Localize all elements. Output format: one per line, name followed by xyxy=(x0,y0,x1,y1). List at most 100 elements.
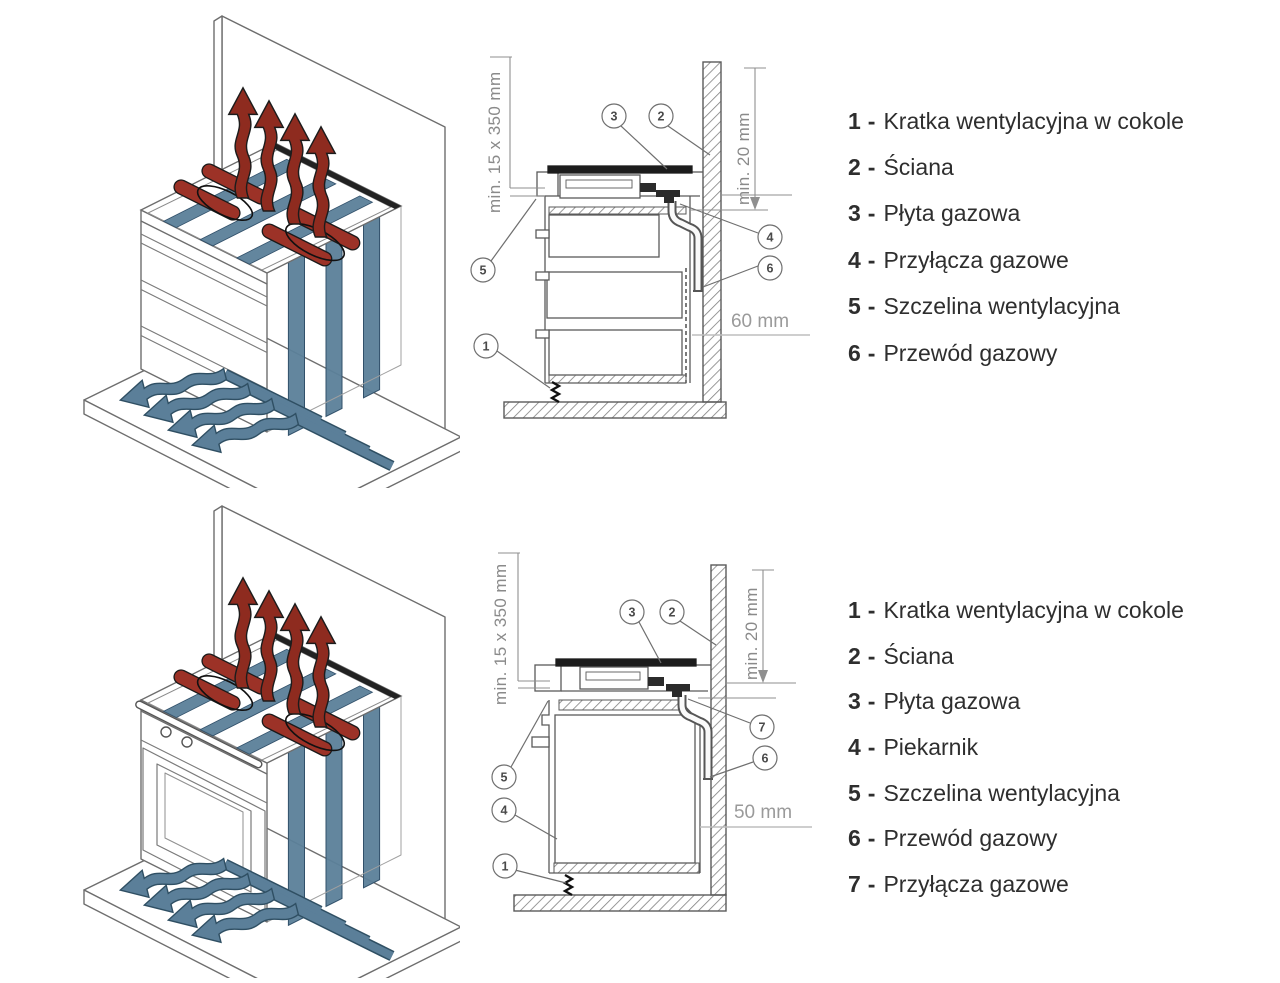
svg-text:6: 6 xyxy=(762,752,769,766)
hob-back-edge xyxy=(269,633,401,699)
legend-label: Szczelina wentylacyjna xyxy=(883,293,1120,320)
svg-text:4: 4 xyxy=(767,231,774,245)
callout-vent-gap: 5 xyxy=(470,257,496,283)
dimension-wall-gap: min. 20 mm xyxy=(742,587,761,680)
isometric-airflow-illustration-oven xyxy=(83,505,460,978)
legend-separator: - xyxy=(867,870,876,897)
svg-text:6: 6 xyxy=(767,262,774,276)
legend-number: 2 xyxy=(848,154,861,181)
plinth-grille xyxy=(549,380,562,404)
callouts: 3 2 7 5 4 1 6 xyxy=(491,599,778,884)
legend-item: 6-Przewód gazowy xyxy=(848,816,1184,862)
legend-label: Przyłącza gazowe xyxy=(883,246,1069,273)
svg-text:7: 7 xyxy=(759,721,766,735)
legend-number: 1 xyxy=(848,107,861,134)
isometric-airflow-illustration-drawers xyxy=(83,15,460,488)
legend-separator: - xyxy=(867,200,876,227)
legend-item: 7-Przyłącza gazowe xyxy=(848,862,1184,908)
legend-number: 5 xyxy=(848,779,861,806)
oven-knob xyxy=(160,726,172,738)
gas-fittings xyxy=(648,677,690,697)
dimension-vent-slot: min. 15 x 350 mm xyxy=(485,71,504,213)
callout-vent-gap: 5 xyxy=(491,764,517,790)
legend-separator: - xyxy=(867,779,876,806)
air-channel-ribs xyxy=(287,215,381,437)
legend-separator: - xyxy=(867,734,876,761)
svg-text:2: 2 xyxy=(669,606,676,620)
legend-separator: - xyxy=(867,825,876,852)
callout-wall: 2 xyxy=(648,103,674,129)
cabinet-section xyxy=(535,196,691,404)
legend-separator: - xyxy=(867,154,876,181)
callout-gas-pipe: 6 xyxy=(757,255,783,281)
dimensions: min. 15 x 350 mm min. 20 mm 60 mm xyxy=(485,56,810,336)
legend-item: 4-Piekarnik xyxy=(848,725,1184,771)
cross-section-drawing-drawers: min. 15 x 350 mm min. 20 mm 60 mm 3 2 5 … xyxy=(470,56,810,419)
gas-pipe xyxy=(677,695,713,780)
dimension-vent-slot: min. 15 x 350 mm xyxy=(491,563,510,705)
dimensions: min. 15 x 350 mm min. 20 mm 50 mm xyxy=(491,552,812,828)
legend-label: Przyłącza gazowe xyxy=(883,870,1069,897)
legend-number: 6 xyxy=(848,825,861,852)
legend-item: 1-Kratka wentylacyjna w cokole xyxy=(848,588,1184,634)
callouts: 3 2 5 1 4 6 xyxy=(470,103,783,389)
legend-separator: - xyxy=(867,642,876,669)
legend-separator: - xyxy=(867,107,876,134)
legend-item: 6-Przewód gazowy xyxy=(848,330,1184,376)
legend-item: 3-Płyta gazowa xyxy=(848,679,1184,725)
gas-pipe xyxy=(667,201,703,292)
legend-label: Płyta gazowa xyxy=(883,688,1021,715)
callout-gas-connection: 4 xyxy=(757,224,783,250)
legend-separator: - xyxy=(867,597,876,624)
countertop-and-hob xyxy=(534,658,711,692)
legend-item: 4-Przyłącza gazowe xyxy=(848,237,1184,283)
legend-item: 3-Płyta gazowa xyxy=(848,191,1184,237)
floor-section xyxy=(513,894,727,912)
legend-item: 5-Szczelina wentylacyjna xyxy=(848,284,1184,330)
legend-item: 2-Ściana xyxy=(848,144,1184,190)
legend-separator: - xyxy=(867,293,876,320)
oven-section xyxy=(531,699,701,897)
legend-number: 1 xyxy=(848,597,861,624)
legend-label: Płyta gazowa xyxy=(883,200,1021,227)
legend-number: 4 xyxy=(848,246,861,273)
legend-number: 3 xyxy=(848,688,861,715)
gas-fittings xyxy=(640,183,680,203)
legend-number: 3 xyxy=(848,200,861,227)
cross-section-drawing-oven: min. 15 x 350 mm min. 20 mm 50 mm 3 2 7 … xyxy=(491,552,812,912)
legend-label: Kratka wentylacyjna w cokole xyxy=(883,107,1184,134)
countertop-and-hob xyxy=(536,165,703,199)
legend-top: 1-Kratka wentylacyjna w cokole 2-Ściana … xyxy=(848,98,1184,376)
svg-text:1: 1 xyxy=(483,340,490,354)
callout-gas-pipe: 6 xyxy=(752,745,778,771)
callout-oven: 4 xyxy=(491,797,517,823)
oven-knob xyxy=(181,736,193,748)
callout-wall: 2 xyxy=(659,599,685,625)
cool-air-base-ducts xyxy=(222,369,395,471)
legend-item: 5-Szczelina wentylacyjna xyxy=(848,770,1184,816)
wall-section xyxy=(710,564,727,896)
legend-separator: - xyxy=(867,246,876,273)
legend-number: 6 xyxy=(848,339,861,366)
svg-text:5: 5 xyxy=(501,771,508,785)
legend-number: 5 xyxy=(848,293,861,320)
legend-label: Przewód gazowy xyxy=(883,825,1058,852)
legend-label: Ściana xyxy=(883,642,954,669)
svg-text:2: 2 xyxy=(658,110,665,124)
callout-gas-connection: 7 xyxy=(749,714,775,740)
svg-text:3: 3 xyxy=(629,606,636,620)
legend-item: 1-Kratka wentylacyjna w cokole xyxy=(848,98,1184,144)
legend-label: Ściana xyxy=(883,154,954,181)
legend-separator: - xyxy=(867,339,876,366)
callout-hob: 3 xyxy=(619,599,645,625)
dimension-wall-gap: min. 20 mm xyxy=(734,112,753,205)
hob-back-edge xyxy=(269,143,401,209)
legend-label: Szczelina wentylacyjna xyxy=(883,779,1120,806)
svg-text:1: 1 xyxy=(502,860,509,874)
legend-label: Przewód gazowy xyxy=(883,339,1058,366)
legend-bottom: 1-Kratka wentylacyjna w cokole 2-Ściana … xyxy=(848,588,1184,907)
hob-glass xyxy=(555,658,697,667)
legend-number: 2 xyxy=(848,642,861,669)
wall-section xyxy=(702,61,722,403)
